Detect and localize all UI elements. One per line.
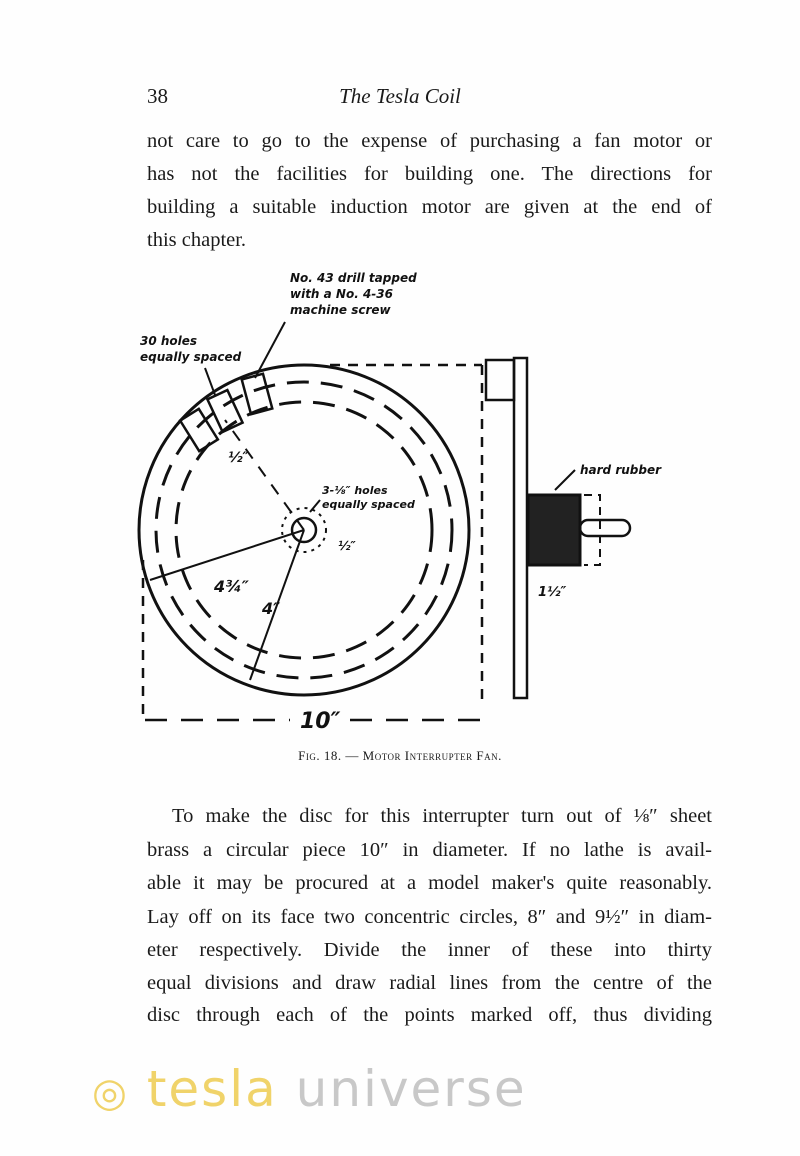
drill-label-3: machine screw: [290, 303, 392, 317]
axle: [578, 518, 632, 538]
figure-caption: Fig. 18. — Motor Interrupter Fan.: [298, 748, 502, 763]
text-line: Lay off on its face two concentric circl…: [147, 906, 712, 928]
hard-rubber-label: hard rubber: [580, 463, 662, 477]
text-line: brass a circular piece 10″ in diameter. …: [147, 839, 712, 861]
disc-dashed-circle-outer: [154, 380, 454, 680]
half-inch-label: ½″: [228, 450, 249, 466]
hard-rubber-hub: [526, 493, 582, 567]
small-dim-label: ½″: [338, 539, 356, 553]
text-line: disc through each of the points marked o…: [147, 1004, 712, 1026]
text-line: equal divisions and draw radial lines fr…: [147, 972, 712, 994]
page-number: 38: [147, 84, 168, 108]
slots: [178, 372, 274, 453]
holes-label-2: equally spaced: [140, 350, 242, 364]
watermark-word-1: tesla: [146, 1060, 278, 1118]
hub-dotted-circle: [281, 507, 327, 553]
arrow-hard-rubber: [554, 469, 576, 491]
text-line: eter respectively. Divide the inner of t…: [147, 939, 712, 961]
radius-line-outer: [149, 529, 305, 581]
inner-radius-label: 4″: [261, 599, 281, 618]
running-title: The Tesla Coil: [339, 84, 461, 108]
brush-block: [484, 358, 516, 402]
disc-dashed-circle-inner: [174, 400, 434, 660]
text-line: To make the disc for this interrupter tu…: [172, 805, 712, 827]
watermark-word-2: universe: [295, 1060, 527, 1118]
hub-dim: [584, 494, 601, 566]
arrow-drill: [254, 321, 286, 379]
arrow-center-holes: [309, 499, 321, 513]
drill-label-1: No. 43 drill tapped: [290, 271, 417, 285]
radius-line: [249, 529, 305, 681]
text-line: this chapter.: [147, 229, 247, 251]
hub-circle: [290, 516, 318, 544]
outer-radius-label: 4¾″: [213, 577, 250, 596]
text-line: not care to go to the expense of purchas…: [147, 130, 712, 152]
text-line: has not the facilities for building one.…: [147, 163, 712, 185]
radial-dashed-line: [224, 419, 305, 531]
tesla-universe-watermark: ◎ tesla universe: [92, 1060, 527, 1118]
holes-label-1: 30 holes: [140, 334, 197, 348]
text-line: building a suitable induction motor are …: [147, 196, 712, 218]
diameter-label: 10″: [300, 709, 341, 734]
drill-label-2: with a No. 4-36: [290, 287, 393, 301]
center-holes-label-1: 3-⅛″ holes: [322, 484, 388, 497]
center-holes-label-2: equally spaced: [322, 498, 415, 511]
shaft-side: [512, 356, 529, 700]
watermark-logo-icon: ◎: [92, 1070, 129, 1116]
disc-outer-circle: [137, 363, 471, 697]
arrow-holes: [204, 367, 216, 396]
hub-width-label: 1½″: [538, 585, 567, 600]
text-line: able it may be procured at a model maker…: [147, 872, 712, 894]
